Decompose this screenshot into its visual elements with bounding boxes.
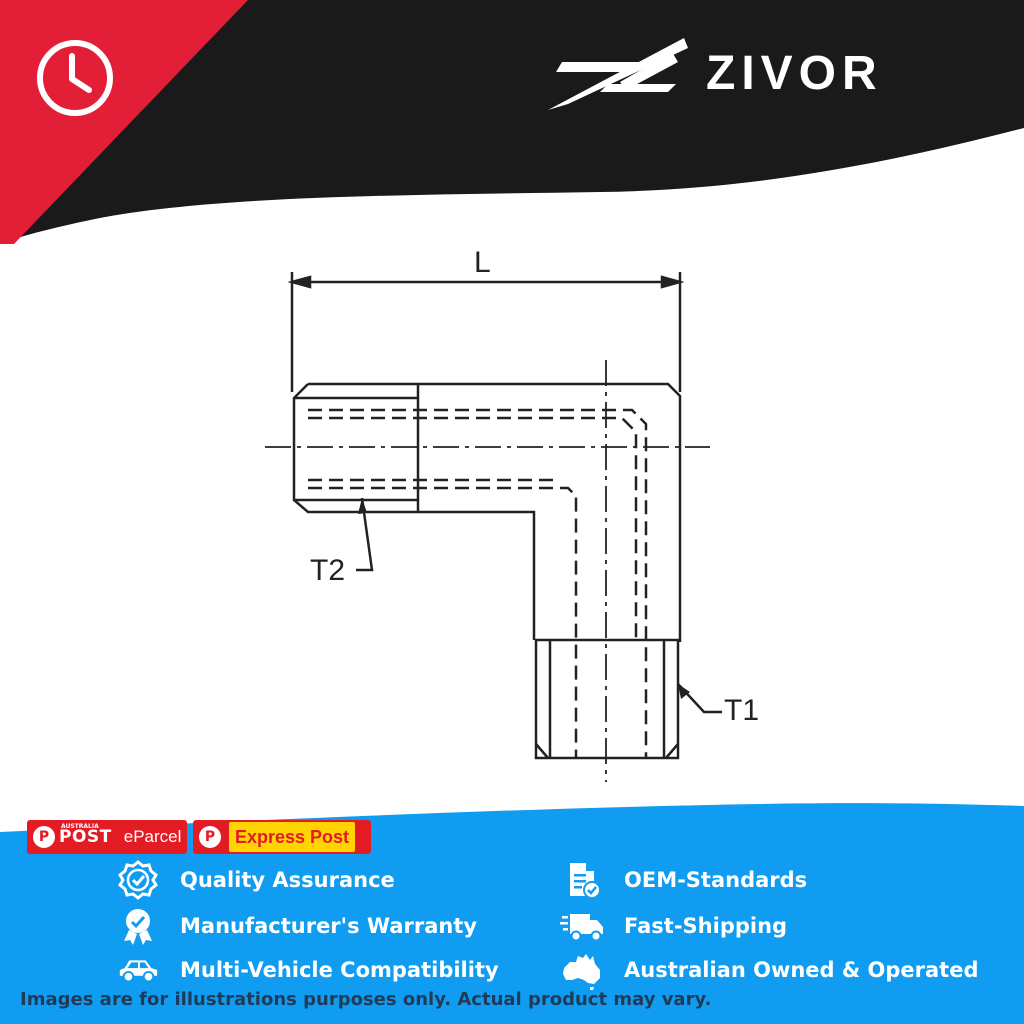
auspost-p-icon: P (33, 826, 55, 848)
header-band (0, 0, 1024, 244)
express-post-label: Express Post (229, 822, 356, 852)
feature-label: Quality Assurance (180, 868, 395, 892)
feature-label: Fast-Shipping (624, 914, 788, 938)
callout-t2: T2 (310, 554, 346, 587)
callout-t1: T1 (724, 694, 760, 727)
australia-map-icon (560, 950, 604, 990)
car-icon (116, 950, 160, 990)
express-p-icon: P (199, 826, 221, 848)
feature-label: Australian Owned & Operated (624, 958, 979, 982)
footer-band (0, 803, 1024, 1024)
delivery-truck-icon (560, 906, 604, 946)
feature-label: Multi-Vehicle Compatibility (180, 958, 499, 982)
disclaimer-text: Images are for illustrations purposes on… (20, 989, 712, 1010)
eparcel-label: eParcel (123, 827, 182, 846)
feature-label: Manufacturer's Warranty (180, 914, 478, 938)
feature-australian: Australian Owned & Operated (560, 950, 979, 990)
feature-label: OEM-Standards (624, 868, 808, 892)
quality-badge-icon (116, 860, 160, 900)
warranty-ribbon-icon (116, 906, 160, 946)
auspost-brand: POST (59, 827, 112, 847)
feature-shipping: Fast-Shipping (560, 908, 787, 944)
zivor-logo-mark (548, 38, 688, 110)
clock-icon (37, 40, 113, 116)
red-corner (0, 0, 248, 244)
feature-compatibility: Multi-Vehicle Compatibility (116, 952, 499, 988)
brand-name: ZIVOR (706, 47, 883, 100)
dimension-label-l: L (474, 246, 491, 279)
express-post-badge: P Express Post (193, 820, 371, 854)
document-check-icon (560, 860, 604, 900)
feature-warranty: Manufacturer's Warranty (116, 906, 478, 946)
feature-quality: Quality Assurance (116, 860, 395, 900)
auspost-small-text: AUSTRALIA (61, 823, 99, 830)
feature-oem: OEM-Standards (560, 860, 808, 900)
auspost-eparcel-badge: P AUSTRALIA POST eParcel (27, 820, 187, 854)
